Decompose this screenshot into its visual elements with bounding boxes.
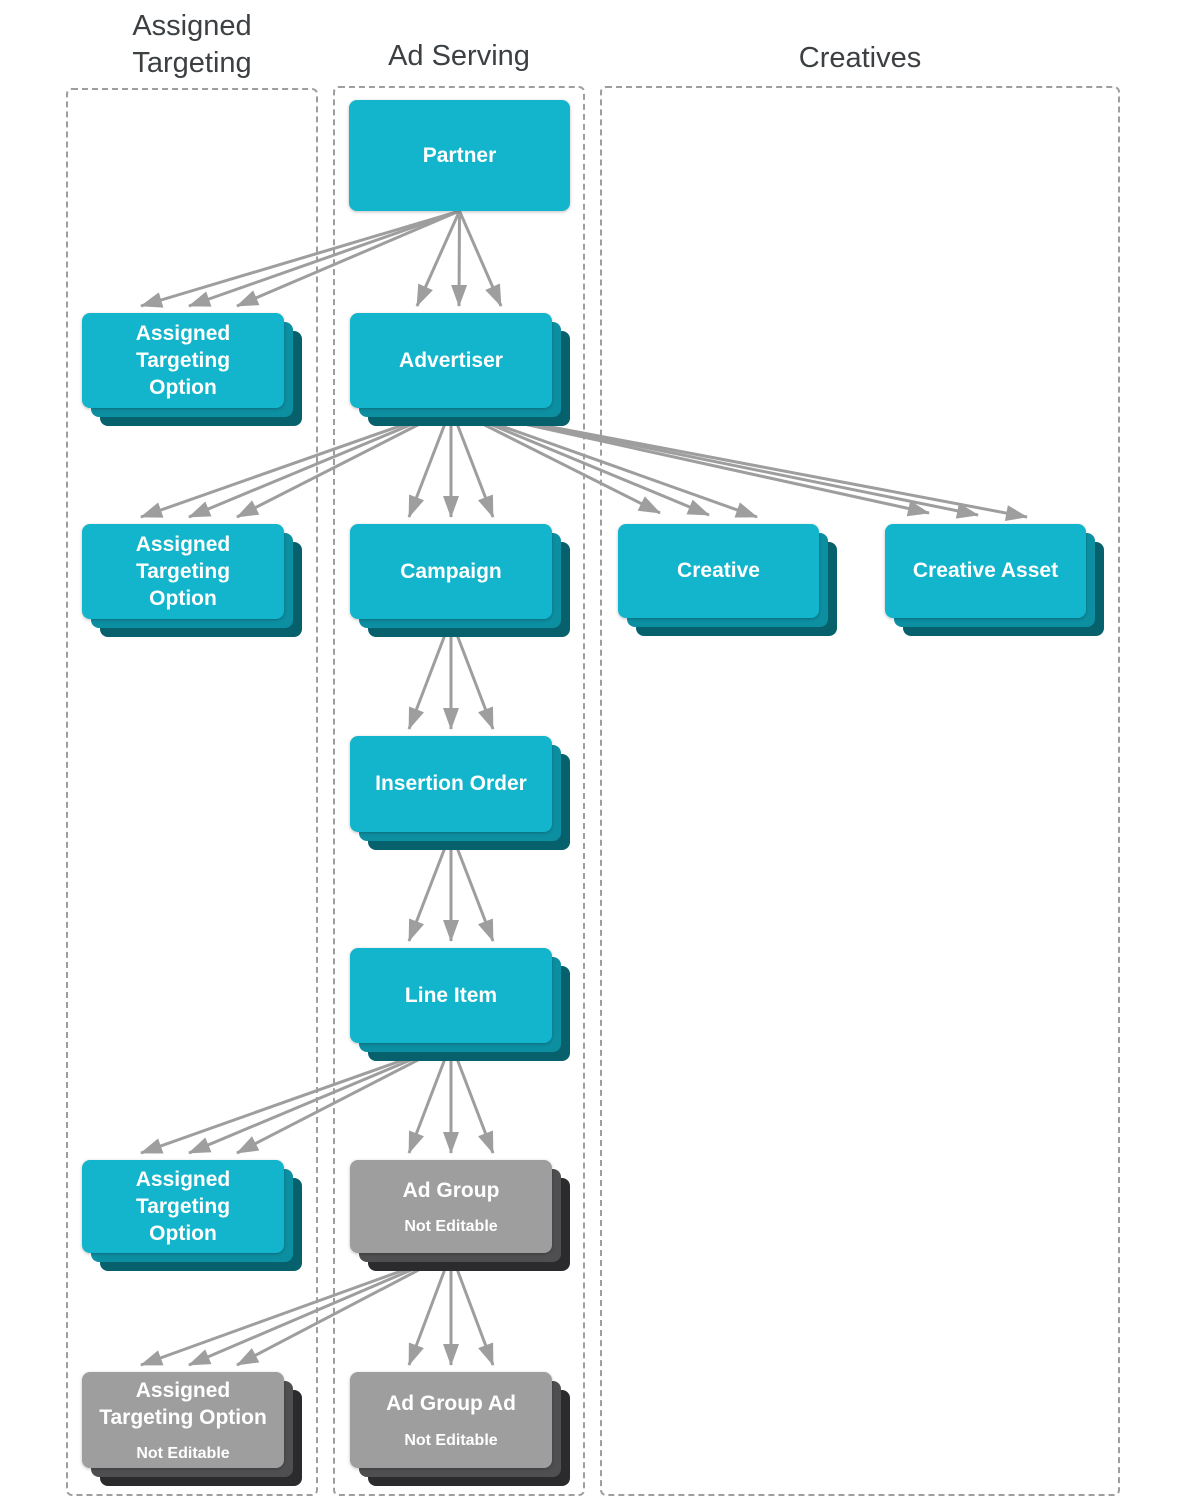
node-advertiser: Advertiser	[350, 313, 552, 408]
relationship-arrow	[407, 618, 453, 730]
edge-line-item-ad-group	[407, 1042, 495, 1154]
node-label: Advertiser	[399, 348, 503, 372]
relationship-arrow	[140, 209, 460, 308]
relationship-arrow	[449, 618, 495, 730]
relationship-arrow	[407, 407, 453, 518]
node-label: Ad Group	[402, 1178, 500, 1202]
node-ad-group-ad: Ad Group Ad Not Editable	[350, 1372, 552, 1468]
relationship-arrow	[449, 1042, 495, 1154]
node-label: Creative Asset	[912, 559, 1059, 583]
node-sublabel: Not Editable	[404, 1431, 498, 1449]
column-title-assigned-targeting: Assigned Targeting	[132, 10, 252, 80]
edge-ad-group-ad-group-ad	[407, 1252, 495, 1366]
relationship-arrow	[407, 1042, 453, 1154]
relationship-arrow	[415, 210, 461, 307]
node-sublabel: Not Editable	[136, 1445, 230, 1463]
relationship-arrow	[188, 209, 460, 308]
relationship-arrow	[458, 210, 503, 307]
relationship-arrow	[449, 1252, 495, 1366]
edge-line-item-assigned-targeting-option-3	[140, 1041, 452, 1155]
relationship-arrow	[449, 831, 495, 942]
node-label: Creative	[677, 559, 760, 583]
edge-insertion-order-line-item	[407, 831, 495, 942]
edge-ad-group-assigned-targeting-option-4	[140, 1251, 452, 1367]
column-ad-serving	[333, 86, 585, 1496]
column-title-ad-serving: Ad Serving	[388, 40, 530, 72]
relationship-arrow	[188, 1251, 452, 1367]
relationship-arrow	[450, 406, 758, 519]
relationship-arrow	[407, 831, 453, 942]
edge-campaign-insertion-order	[407, 618, 495, 730]
column-assigned-targeting	[66, 88, 318, 1496]
relationship-arrow	[407, 1252, 453, 1366]
relationship-arrow	[236, 1251, 452, 1367]
relationship-arrow	[188, 406, 452, 519]
relationship-arrow	[236, 1041, 452, 1155]
edge-partner-assigned-targeting-option-1	[140, 209, 461, 308]
node-creative-asset: Creative Asset	[885, 524, 1086, 618]
node-campaign: Campaign	[350, 524, 552, 619]
relationship-arrow	[140, 406, 452, 519]
node-label: Campaign	[400, 559, 502, 583]
edge-advertiser-campaign	[407, 407, 495, 518]
node-label: Line Item	[404, 983, 498, 1007]
column-title-creatives: Creatives	[798, 42, 922, 74]
relationship-arrow	[140, 1251, 452, 1367]
relationship-arrow	[188, 1041, 452, 1155]
relationship-arrow	[451, 210, 468, 307]
relationship-arrow	[450, 406, 1028, 521]
edge-partner-advertiser	[415, 210, 503, 307]
relationship-arrow	[449, 407, 495, 518]
node-line-item: Line Item	[350, 948, 552, 1043]
column-creatives	[600, 86, 1120, 1496]
relationship-arrow	[236, 209, 461, 308]
node-creative: Creative	[618, 524, 819, 618]
node-label: Partner	[422, 143, 497, 167]
node-insertion-order: Insertion Order	[350, 736, 552, 832]
node-sublabel: Not Editable	[404, 1218, 498, 1236]
edge-advertiser-assigned-targeting-option-2	[140, 406, 452, 519]
node-label: Insertion Order	[375, 772, 527, 796]
relationship-arrow	[236, 406, 452, 519]
node-partner: Partner	[349, 100, 570, 211]
relationship-arrow	[140, 1041, 452, 1155]
node-label: Ad Group Ad	[386, 1392, 516, 1416]
